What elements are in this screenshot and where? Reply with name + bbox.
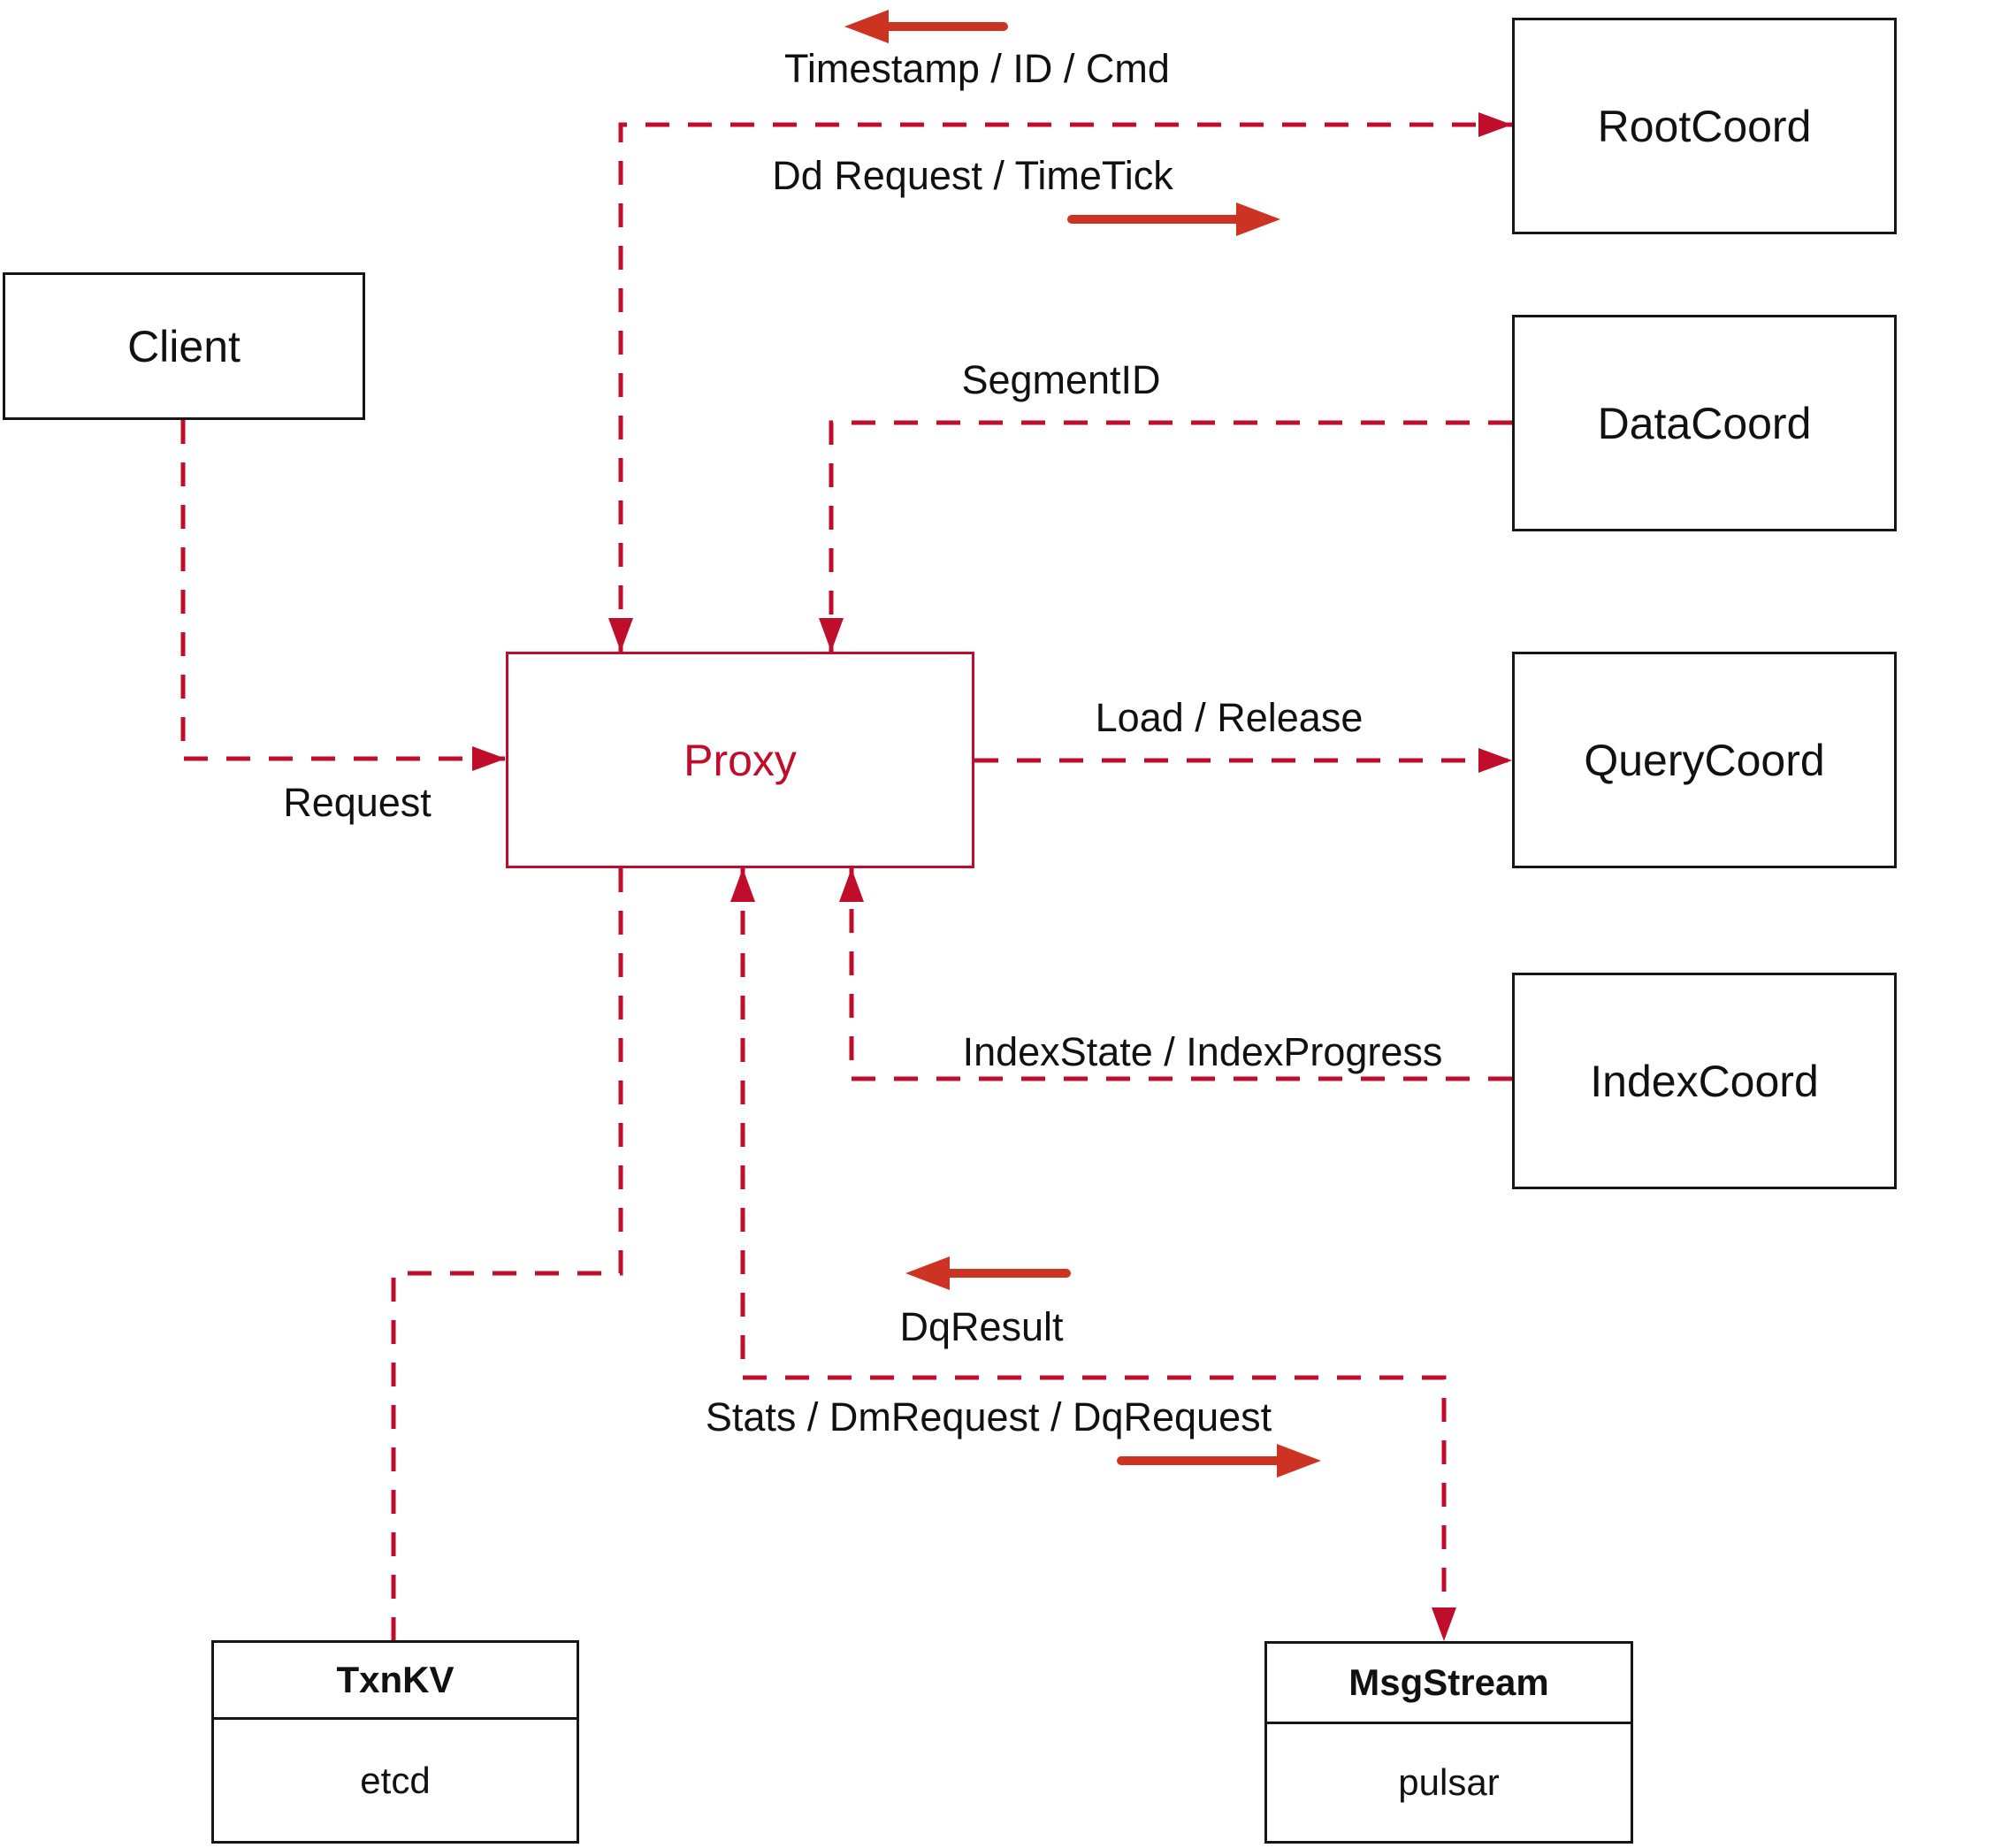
arrowhead-icon-proxy-querycoord-end xyxy=(1478,748,1512,773)
edge-proxy-txnkv xyxy=(391,868,623,1640)
edge-indexcoord-proxy xyxy=(849,868,1512,1081)
dqresult-direction-left-arrow-icon xyxy=(905,1256,1071,1290)
label-segmentid: SegmentID xyxy=(961,357,1161,402)
arrowhead-icon-indexcoord-proxy-end xyxy=(839,868,864,902)
label-indexstate-progress: IndexState / IndexProgress xyxy=(962,1029,1443,1074)
node-rootcoord: RootCoord xyxy=(1512,18,1897,234)
label-dd-request-timetick: Dd Request / TimeTick xyxy=(772,153,1173,198)
arrowhead-icon-proxy-msgstream-start xyxy=(730,868,755,902)
node-msgstream-subtitle: pulsar xyxy=(1398,1761,1500,1803)
node-querycoord: QueryCoord xyxy=(1512,652,1897,868)
node-msgstream: MsgStream pulsar xyxy=(1264,1641,1633,1844)
node-querycoord-label: QueryCoord xyxy=(1584,735,1825,785)
node-txnkv-subtitle: etcd xyxy=(360,1759,431,1801)
node-txnkv-title: TxnKV xyxy=(214,1643,577,1720)
node-client: Client xyxy=(3,272,365,420)
node-client-label: Client xyxy=(127,321,241,371)
edge-datacoord-proxy xyxy=(829,420,1512,652)
arrowhead-icon-proxy-rootcoord-start xyxy=(608,618,633,652)
node-proxy-label: Proxy xyxy=(684,735,797,785)
label-request: Request xyxy=(283,780,432,825)
edge-client-proxy xyxy=(180,420,506,761)
arrowhead-icon-client-proxy-end xyxy=(472,746,506,771)
stats-direction-right-arrow-icon xyxy=(1117,1444,1321,1478)
label-timestamp-id-cmd: Timestamp / ID / Cmd xyxy=(784,46,1170,91)
ddrequest-direction-right-arrow-icon xyxy=(1067,202,1280,236)
node-indexcoord: IndexCoord xyxy=(1512,973,1897,1189)
edge-proxy-rootcoord xyxy=(618,122,1512,652)
arrowhead-icon-proxy-msgstream-end xyxy=(1432,1607,1456,1641)
node-rootcoord-label: RootCoord xyxy=(1597,101,1812,151)
label-dqresult: DqResult xyxy=(899,1304,1064,1349)
arrowhead-icon-datacoord-proxy-end xyxy=(819,618,844,652)
arrowhead-icon-proxy-rootcoord-end xyxy=(1478,112,1512,137)
node-indexcoord-label: IndexCoord xyxy=(1590,1056,1819,1106)
edge-proxy-msgstream xyxy=(740,868,1447,1641)
node-txnkv: TxnKV etcd xyxy=(211,1640,579,1844)
node-proxy: Proxy xyxy=(506,652,974,868)
node-datacoord-label: DataCoord xyxy=(1597,398,1812,448)
node-msgstream-title: MsgStream xyxy=(1267,1644,1631,1724)
label-load-release: Load / Release xyxy=(1095,695,1364,740)
label-stats-dm-dq: Stats / DmRequest / DqRequest xyxy=(705,1394,1272,1439)
node-datacoord: DataCoord xyxy=(1512,315,1897,531)
timestamp-direction-left-arrow-icon xyxy=(844,10,1008,43)
